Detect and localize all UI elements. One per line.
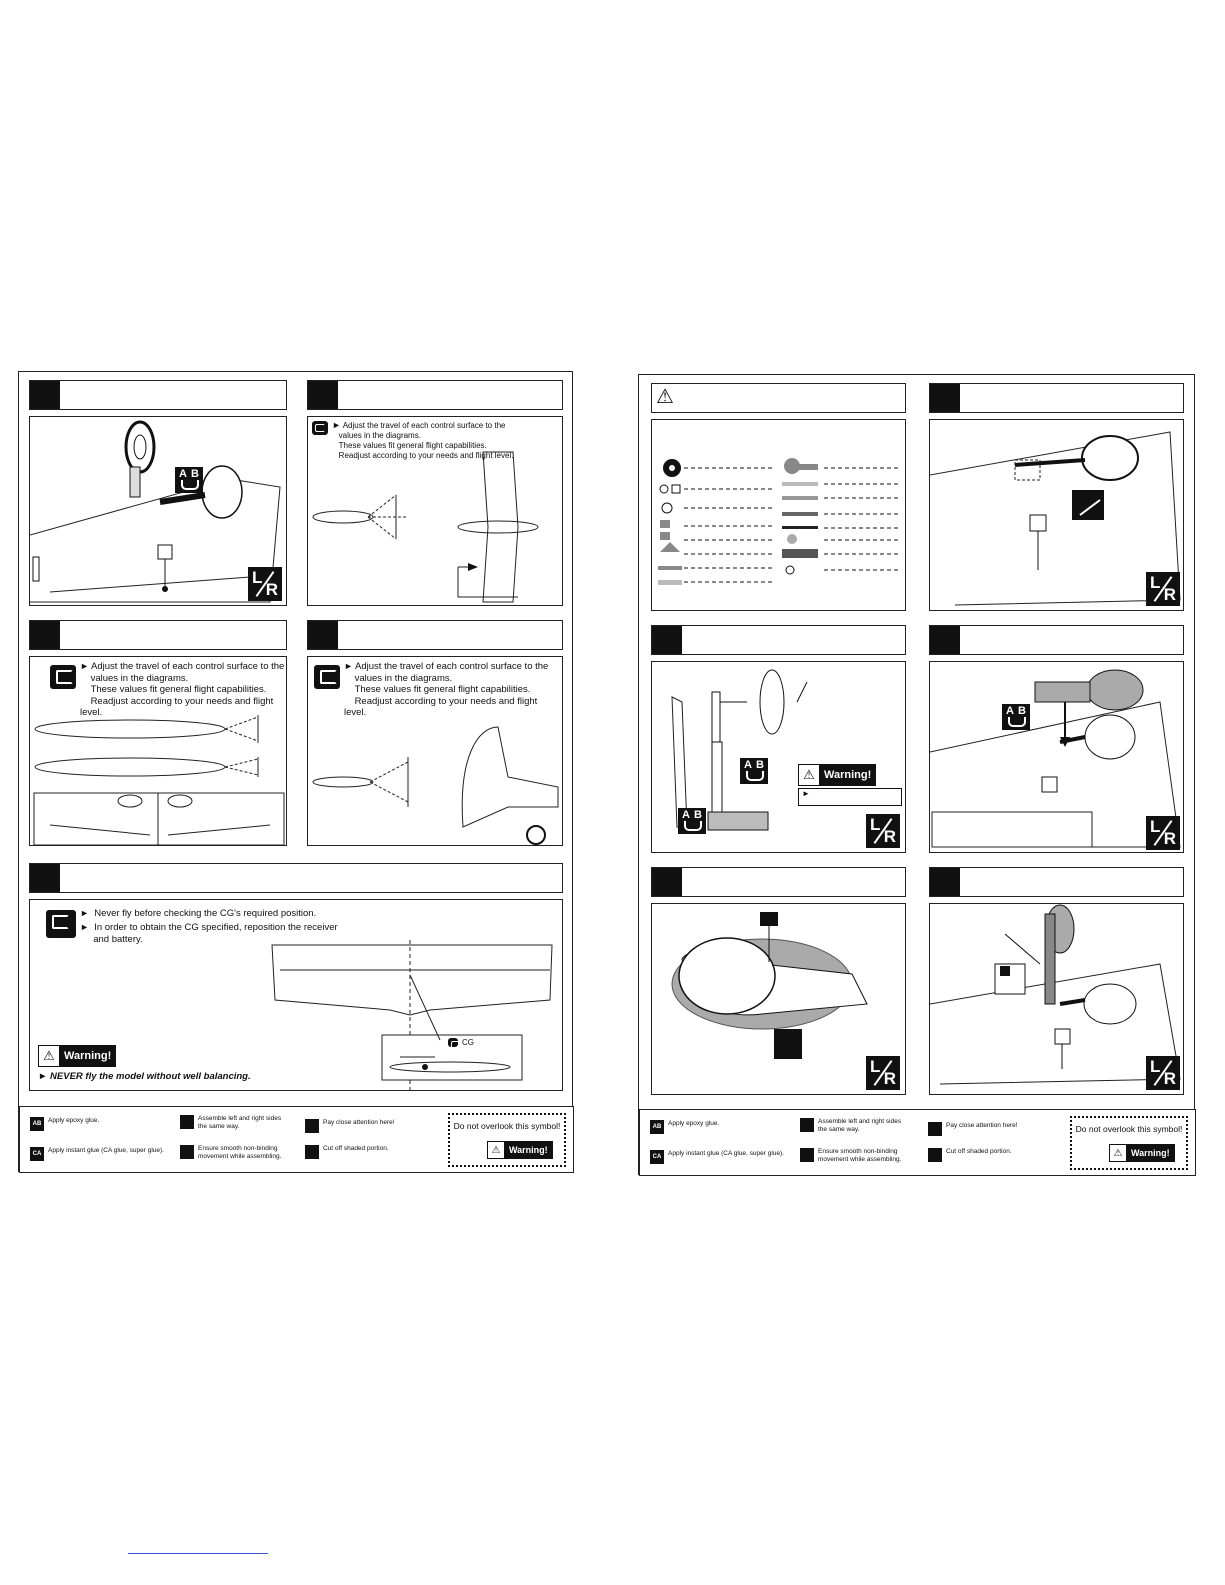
rudder-travel-diagram: ► Adjust the travel of each control surf… <box>307 416 563 606</box>
step-header <box>929 867 1184 897</box>
ca-icon: CA <box>30 1147 44 1161</box>
center-of-gravity-diagram: ► Never fly before checking the CG's req… <box>29 899 563 1091</box>
hand-pointer-icon <box>46 910 76 938</box>
cg-label: CG <box>462 1038 474 1047</box>
warning-badge: ⚠ Warning! <box>798 764 877 786</box>
warning-note-box: ► <box>798 788 902 806</box>
do-not-overlook-box: Do not overlook this symbol! ⚠ Warning! <box>1070 1116 1188 1170</box>
legend-cut: Cut off shaded portion. <box>305 1145 389 1159</box>
elevator-travel-diagram: ► Adjust the travel of each control surf… <box>307 656 563 846</box>
step-header <box>307 380 563 410</box>
step-header <box>651 625 906 655</box>
step-header <box>29 380 287 410</box>
cut-icon <box>305 1145 319 1159</box>
right-page: ⚠ <box>638 374 1196 1176</box>
warning-badge: ⚠ Warning! <box>38 1045 117 1067</box>
cg-warning-text: ► NEVER fly the model without well balan… <box>38 1071 251 1082</box>
cg-note: ► Never fly before checking the CG's req… <box>80 908 317 919</box>
step-header <box>651 867 906 897</box>
ab-epoxy-icon: AB <box>30 1117 44 1131</box>
control-surface-note: ► Adjust the travel of each control surf… <box>332 420 514 460</box>
cg-symbol-icon <box>448 1038 461 1049</box>
step-header <box>29 863 563 893</box>
do-not-overlook-box: Do not overlook this symbol! ⚠ Warning! <box>448 1113 566 1167</box>
smooth-icon <box>180 1145 194 1159</box>
cg-note: ► In order to obtain the CG specified, r… <box>80 922 338 945</box>
legend-cut: Cut off shaded portion. <box>928 1148 1012 1162</box>
parts-list <box>651 419 906 611</box>
warning-badge: ⚠ Warning! <box>487 1141 553 1159</box>
warning-triangle-icon: ⚠ <box>39 1046 60 1066</box>
legend-attention: Pay close attention here! <box>928 1122 1018 1136</box>
warning-triangle-icon: ⚠ <box>656 386 674 408</box>
hand-pointer-icon <box>50 665 76 689</box>
aileron-travel-diagram: ► Adjust the travel of each control surf… <box>29 656 287 846</box>
step-header <box>929 625 1184 655</box>
step-header <box>29 620 287 650</box>
hand-pointer-icon <box>312 421 328 435</box>
legend-attention: Pay close attention here! <box>305 1119 395 1133</box>
step-header-warning: ⚠ <box>651 383 906 413</box>
warning-badge: ⚠ Warning! <box>1109 1144 1175 1162</box>
step-header <box>929 383 1184 413</box>
control-surface-note: ► Adjust the travel of each control surf… <box>80 661 285 718</box>
lr-symbol-icon <box>180 1115 194 1129</box>
step-header <box>307 620 563 650</box>
hand-pointer-icon <box>314 665 340 689</box>
control-surface-note: ► Adjust the travel of each control surf… <box>344 661 549 718</box>
hand-pointer-icon <box>305 1119 319 1133</box>
hyperlink-underline[interactable] <box>128 1553 268 1554</box>
